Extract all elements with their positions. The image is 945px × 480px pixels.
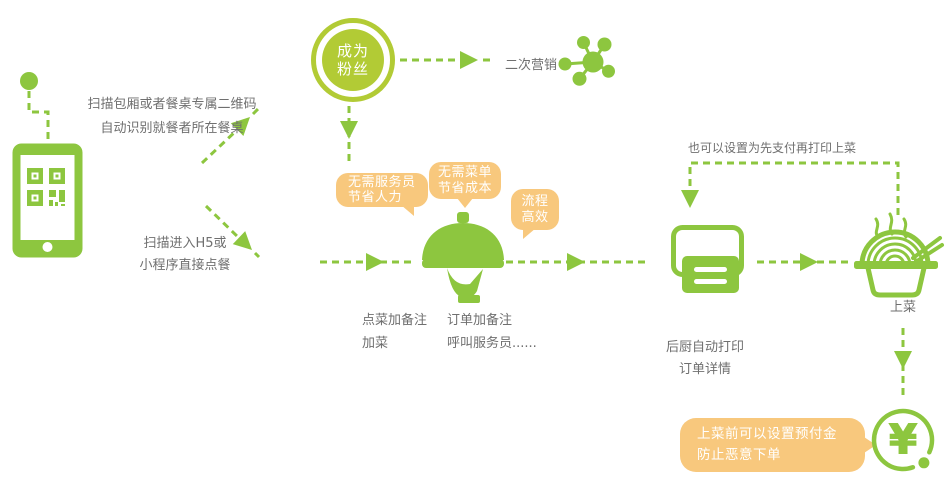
serving-label: 上菜 xyxy=(889,300,916,315)
printer-caption-line2: 订单详情 xyxy=(678,362,731,377)
arrow-fan-down xyxy=(340,106,358,166)
printer-caption-line1: 后厨自动打印 xyxy=(665,340,744,355)
h5-instruction-line2: 小程序直接点餐 xyxy=(139,258,231,273)
printer-icon xyxy=(671,225,744,293)
prepay-deposit-bubble: 上菜前可以设置预付金 防止恶意下单 xyxy=(680,418,876,472)
arrow-dish-to-printer xyxy=(506,253,647,271)
network-molecule-icon xyxy=(558,36,615,86)
fan-badge-line2: 粉丝 xyxy=(336,60,369,78)
h5-instruction-line1: 扫描进入H5或 xyxy=(143,236,227,251)
no-menu-bubble: 无需菜单 节省成本 xyxy=(429,162,501,208)
no-waiter-bubble-line1: 无需服务员 xyxy=(348,174,416,190)
arrow-printer-to-serving xyxy=(757,253,851,271)
scan-instruction-line1: 扫描包厢或者餐桌专属二维码 xyxy=(87,97,257,112)
loop-serving-to-printer xyxy=(681,161,900,215)
efficient-process-bubble-line1: 流程 xyxy=(521,194,549,209)
efficient-process-bubble: 流程 高效 xyxy=(511,189,559,239)
become-fan-badge-inner: 成为 粉丝 xyxy=(322,29,384,91)
yen-coin-icon: ¥ xyxy=(871,408,935,472)
arrow-scan-up xyxy=(200,107,260,165)
no-menu-bubble-line2: 节省成本 xyxy=(437,180,492,196)
cloche-serving-icon xyxy=(422,212,504,303)
yen-symbol: ¥ xyxy=(889,417,917,463)
secondary-marketing-label: 二次营销 xyxy=(504,58,557,73)
fan-badge-line1: 成为 xyxy=(336,42,369,60)
prepay-deposit-bubble-line1: 上菜前可以设置预付金 xyxy=(697,426,837,442)
phone-qr-icon xyxy=(12,143,83,258)
start-dot-connector xyxy=(20,72,50,139)
scan-instruction-line2: 自动识别就餐者所在餐桌 xyxy=(100,121,244,136)
become-fan-badge: 成为 粉丝 xyxy=(311,18,395,102)
arrow-fan-to-marketing xyxy=(400,51,490,69)
no-menu-bubble-line1: 无需菜单 xyxy=(437,165,492,180)
prepay-print-note: 也可以设置为先支付再打印上菜 xyxy=(687,141,856,155)
no-waiter-bubble-line2: 节省人力 xyxy=(348,190,403,205)
order-note-col1-line2: 加菜 xyxy=(362,336,389,351)
prepay-deposit-bubble-line2: 防止恶意下单 xyxy=(697,447,781,463)
efficient-process-bubble-line2: 高效 xyxy=(521,209,549,225)
noodle-bowl-icon xyxy=(854,212,944,298)
arrow-serving-to-payment xyxy=(894,328,912,400)
arrow-scan-down xyxy=(204,204,261,259)
noodles xyxy=(859,229,931,266)
order-note-col1-line1: 点菜加备注 xyxy=(362,313,428,328)
order-note-col2-line1: 订单加备注 xyxy=(447,313,513,328)
order-note-col2-line2: 呼叫服务员...... xyxy=(447,336,537,351)
no-waiter-bubble: 无需服务员 节省人力 xyxy=(336,173,428,216)
qr-code xyxy=(27,168,65,206)
arrow-order-to-dish xyxy=(320,253,416,271)
